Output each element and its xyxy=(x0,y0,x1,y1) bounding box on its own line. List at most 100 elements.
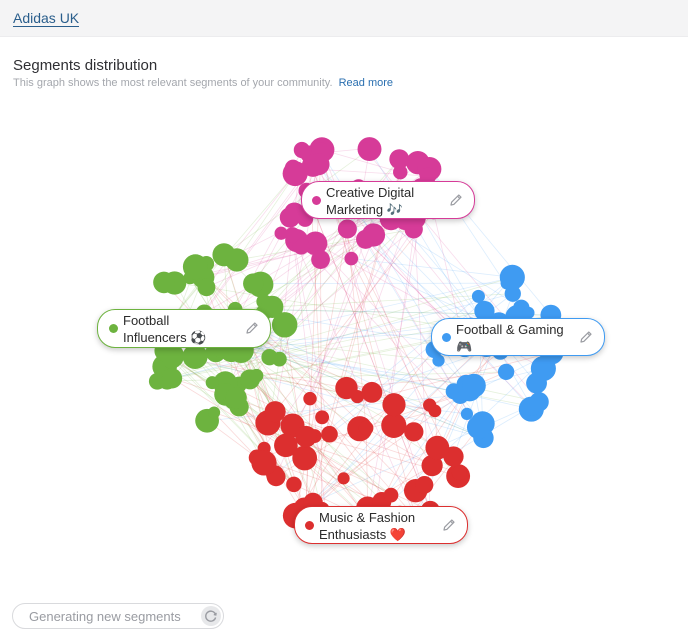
segment-label-music-fashion-enthusiasts[interactable]: Music & Fashion Enthusiasts ❤️ xyxy=(294,506,468,544)
graph-node xyxy=(357,142,372,156)
graph-node xyxy=(383,487,399,503)
graph-node xyxy=(261,349,278,366)
segment-name-line1: Football & Gaming xyxy=(456,322,564,337)
graph-node xyxy=(419,167,437,185)
segment-color-dot xyxy=(305,521,314,530)
segment-color-dot xyxy=(312,196,321,205)
graph-edge xyxy=(365,427,433,466)
graph-node xyxy=(251,450,277,476)
graph-node xyxy=(337,472,350,485)
graph-node xyxy=(182,254,208,280)
graph-edge xyxy=(164,350,484,439)
graph-node xyxy=(225,387,247,409)
graph-node xyxy=(274,226,288,240)
graph-edge xyxy=(320,259,322,510)
graph-node xyxy=(382,393,406,417)
subtitle-text: This graph shows the most relevant segme… xyxy=(13,77,333,89)
graph-edge xyxy=(346,202,415,389)
graph-node xyxy=(432,354,445,367)
segment-name-line1: Music & Fashion xyxy=(319,510,416,525)
graph-node xyxy=(295,425,317,448)
graph-node xyxy=(404,422,424,442)
graph-edge xyxy=(203,245,302,278)
graph-node xyxy=(197,278,216,297)
graph-edge xyxy=(381,384,467,502)
graph-node xyxy=(425,435,450,460)
graph-edge xyxy=(223,148,370,256)
graph-node xyxy=(264,401,286,423)
read-more-link[interactable]: Read more xyxy=(338,77,394,89)
graph-node xyxy=(522,306,535,319)
graph-edge xyxy=(292,234,330,435)
pencil-icon[interactable] xyxy=(441,517,457,533)
pencil-icon[interactable] xyxy=(448,192,464,208)
graph-edge xyxy=(292,234,484,439)
graph-edge xyxy=(357,296,479,397)
graph-node xyxy=(292,445,318,471)
graph-node xyxy=(421,454,443,477)
graph-node xyxy=(205,376,219,390)
graph-node xyxy=(162,349,182,369)
graph-edge xyxy=(240,349,383,502)
graph-edge xyxy=(364,148,523,339)
graph-node xyxy=(358,420,374,436)
graph-node xyxy=(271,312,298,338)
graph-edge xyxy=(365,428,369,509)
segment-name-line2: 🎮 xyxy=(456,339,473,354)
segment-name-line2: Marketing 🎶 xyxy=(326,202,403,217)
graph-node xyxy=(428,404,442,418)
graph-node xyxy=(315,410,330,425)
graph-node xyxy=(279,207,301,228)
graph-edge xyxy=(256,375,265,449)
graph-edge xyxy=(249,379,381,513)
segment-color-dot xyxy=(442,333,451,342)
graph-edge xyxy=(242,321,484,439)
graph-edge xyxy=(351,258,513,278)
graph-node xyxy=(274,433,298,458)
graph-node xyxy=(461,373,486,398)
section-title: Segments distribution xyxy=(13,57,158,74)
graph-node xyxy=(337,219,357,239)
segment-color-dot xyxy=(109,324,118,333)
graph-node xyxy=(415,475,434,494)
graph-edge xyxy=(306,172,401,517)
graph-edge xyxy=(269,296,479,358)
graph-node xyxy=(474,300,495,322)
graph-edge xyxy=(321,149,401,173)
graph-edge xyxy=(206,245,302,288)
graph-node xyxy=(499,264,525,290)
segment-name-line2: Enthusiasts ❤️ xyxy=(319,527,407,542)
segment-label-creative-digital-marketing[interactable]: Creative Digital Marketing 🎶 xyxy=(301,181,475,219)
segment-label-football-gaming[interactable]: Football & Gaming 🎮 xyxy=(431,318,605,356)
graph-node xyxy=(311,250,330,269)
graph-node xyxy=(321,425,338,443)
graph-node xyxy=(451,465,467,481)
graph-edge xyxy=(292,234,416,519)
graph-node xyxy=(497,363,515,380)
account-link[interactable]: Adidas UK xyxy=(13,10,80,27)
graph-edge xyxy=(242,341,454,392)
graph-edge xyxy=(223,254,305,508)
graph-edge xyxy=(271,306,322,511)
segment-name-line1: Creative Digital xyxy=(326,185,415,200)
segment-label-football-influencers[interactable]: Football Influencers ⚽ xyxy=(97,309,271,348)
graph-edge xyxy=(309,202,415,399)
top-bar: Adidas UK xyxy=(0,0,688,37)
pencil-icon[interactable] xyxy=(244,320,260,336)
graph-edge xyxy=(213,412,425,486)
refresh-icon[interactable] xyxy=(201,606,221,626)
graph-edge xyxy=(213,412,258,458)
graph-edge xyxy=(207,394,461,422)
graph-edge xyxy=(171,293,513,379)
section-subtitle: This graph shows the most relevant segme… xyxy=(13,77,393,89)
graph-node xyxy=(466,415,491,440)
graph-node xyxy=(243,273,264,294)
segment-name-line1: Football xyxy=(123,313,170,328)
graph-edge xyxy=(225,217,415,395)
graph-node xyxy=(335,376,358,400)
graph-edge xyxy=(312,349,435,503)
graph-edge xyxy=(381,404,431,502)
pencil-icon[interactable] xyxy=(578,329,594,345)
segment-name-line2: Influencers ⚽ xyxy=(123,330,207,345)
